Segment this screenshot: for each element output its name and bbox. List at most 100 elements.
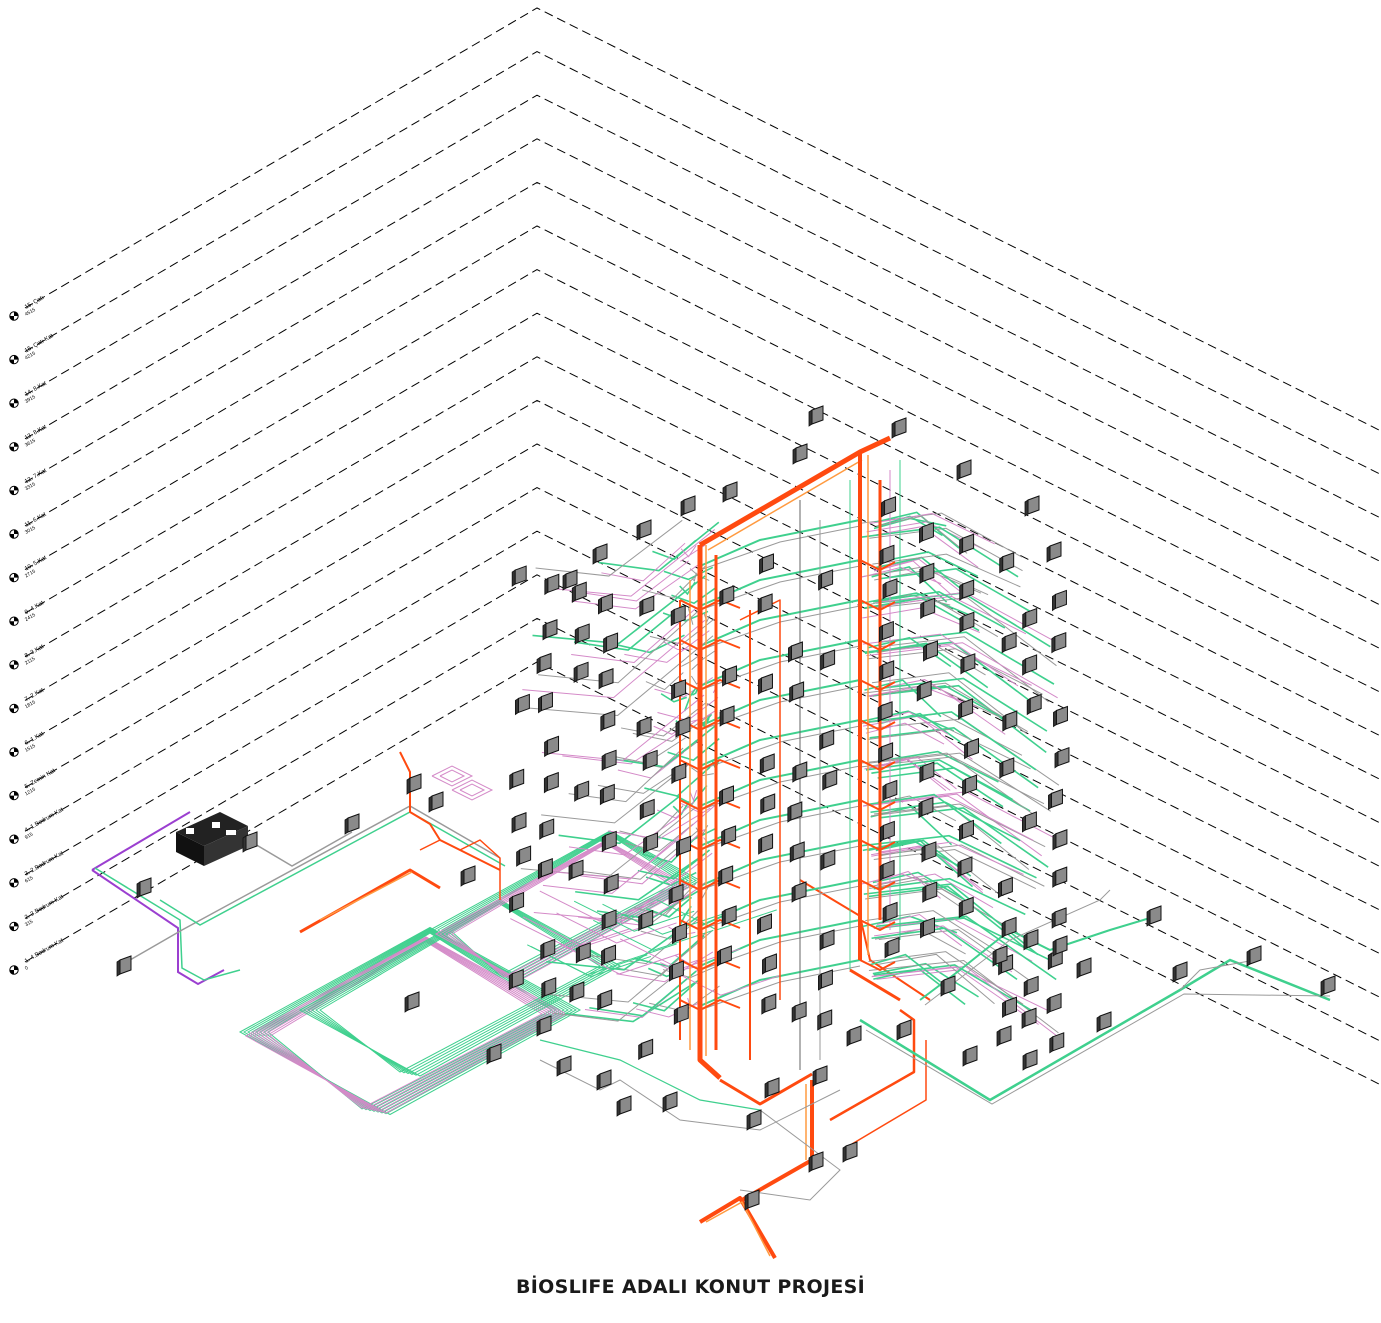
radiator-body	[1175, 961, 1188, 981]
level-lines	[24, 7, 1381, 1085]
radiator-side	[1048, 792, 1052, 811]
radiator-icon	[539, 818, 555, 840]
coil-loop	[319, 903, 602, 1073]
radiator-icon	[918, 796, 934, 819]
radiator-icon	[879, 544, 895, 567]
radiator-icon	[919, 761, 935, 783]
branch-pipe	[873, 968, 966, 1005]
radiator-body	[540, 691, 553, 712]
level-elevation: 1515	[24, 743, 37, 754]
radiator-side	[964, 741, 968, 760]
radiator-icon	[616, 1095, 632, 1117]
radiator-icon	[940, 975, 956, 997]
radiator-side	[675, 720, 680, 738]
radiator-body	[761, 553, 774, 573]
branch-pipe	[870, 801, 1021, 842]
radiator-body	[595, 543, 608, 563]
branch-pipe	[607, 807, 711, 840]
radiator-side	[962, 778, 966, 796]
branch-pipe	[646, 896, 693, 918]
radiator-body	[514, 565, 527, 585]
radiator-body	[539, 652, 552, 673]
radiator-side	[636, 523, 641, 541]
radiator-side	[511, 569, 516, 587]
branch-pipe	[541, 764, 689, 824]
branch-pipe	[624, 630, 710, 663]
branch-pipe	[601, 542, 686, 582]
radiator-icon	[1024, 495, 1040, 517]
level-line	[24, 225, 1381, 649]
floor-main	[699, 639, 861, 687]
radiator-icon	[958, 698, 974, 720]
radiator-body	[820, 1009, 833, 1029]
radiator-icon	[808, 1151, 824, 1173]
radiator-body	[674, 679, 687, 699]
radiator-side	[846, 1029, 851, 1047]
branch-pipe	[510, 918, 631, 950]
radiator-icon	[603, 873, 619, 895]
riser-branch	[859, 719, 896, 731]
radiator-body	[119, 955, 132, 975]
radiator-side	[916, 684, 921, 702]
radiator-side	[757, 597, 762, 615]
radiator-icon	[1051, 631, 1067, 654]
radiator-icon	[957, 856, 973, 878]
radiator-icon	[1022, 607, 1038, 630]
radiator-side	[822, 773, 827, 791]
radiator-body	[577, 623, 590, 643]
radiator-side	[920, 921, 924, 939]
radiator-body	[761, 833, 774, 853]
branch-pipe	[538, 610, 699, 684]
level-line	[24, 574, 1381, 998]
radiator-body	[760, 593, 773, 613]
branch-pipe	[876, 750, 999, 783]
radiator-body	[1024, 1007, 1037, 1027]
branch-pipe	[573, 900, 695, 932]
radiator-body	[762, 753, 775, 773]
radiator-side	[919, 526, 923, 544]
radiator-side	[600, 714, 605, 732]
radiator-body	[884, 496, 897, 516]
branch-pipe	[680, 545, 697, 558]
radiator-icon	[820, 649, 836, 671]
radiator-icon	[881, 496, 897, 518]
radiator-body	[1099, 1011, 1112, 1031]
branch-pipe	[861, 834, 1037, 879]
gas-pipe	[91, 869, 225, 986]
radiator-icon	[592, 543, 608, 565]
radiator-icon	[762, 953, 777, 975]
radiator-side	[997, 880, 1002, 899]
branch-pipe	[875, 915, 1057, 981]
branch-pipe	[874, 511, 960, 549]
radiator-side	[758, 837, 762, 855]
radiator-side	[639, 802, 644, 821]
riser-branch	[679, 679, 741, 691]
branch-pipe	[870, 953, 941, 983]
level-name: 12. 7.Kat	[24, 468, 48, 485]
riser-branch	[679, 759, 741, 771]
radiator-icon	[760, 793, 776, 815]
level-elevation: 3915	[24, 394, 37, 405]
radiator-body	[512, 768, 525, 789]
branch-pipe	[878, 551, 979, 578]
radiator-icon	[744, 1189, 760, 1211]
radiator-body	[1055, 705, 1068, 726]
level-elevation: 3615	[24, 438, 37, 449]
radiator-body	[431, 791, 444, 811]
branch-pipe	[616, 951, 714, 983]
radiator-body	[764, 953, 777, 973]
radiator-body	[759, 913, 772, 933]
branch-pipe	[877, 597, 1057, 667]
radiator-body	[959, 459, 972, 479]
radiator-side	[891, 421, 896, 439]
radiator-body	[641, 1038, 654, 1059]
branch-pipe	[867, 685, 1000, 718]
radiator-side	[636, 720, 641, 738]
branch-pipe	[556, 912, 677, 944]
radiator-icon	[822, 769, 838, 791]
